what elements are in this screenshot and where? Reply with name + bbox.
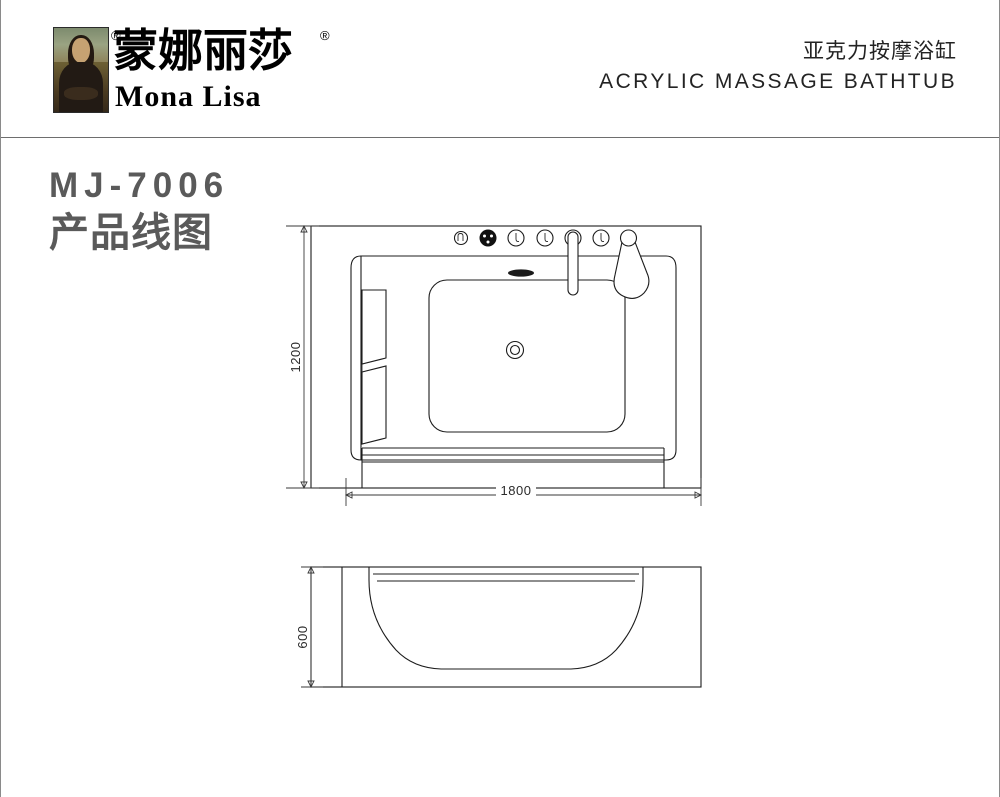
width-dimension-label: 1800 [501,483,532,498]
tub-inner-rim [360,255,677,461]
brand-name-en: Mona Lisa [115,80,262,113]
side-view-dimensions: 600 [295,565,323,689]
painting-face [71,38,90,64]
jet-knob-4-detail [600,233,605,243]
speaker-hole-2 [490,234,493,238]
pillow-upper [361,289,387,365]
drawings-svg: 1200 1800 [286,224,703,689]
width-arrow-right [694,491,703,499]
top-view-dimensions: 1200 1800 [286,224,703,506]
model-number: MJ-7006 [49,166,230,205]
side-view-group: 600 [295,565,702,689]
overflow-port-detail [457,233,464,241]
deck-fixtures [453,229,650,299]
speaker-control-icon [479,229,497,247]
registered-mark-left-icon: ® [111,28,121,43]
painting-body [59,61,103,112]
drain-outer-ring [505,340,525,360]
tub-rim-left-curve [350,255,362,461]
basin-profile [368,567,644,670]
overflow-port-icon [453,230,469,246]
waterfall-outlet-icon [508,269,534,277]
jet-knob-2-icon [536,229,554,247]
width-arrow-left [344,491,353,499]
technical-drawings: 1200 1800 [1,150,999,790]
product-title-group: 亚克力按摩浴缸 ACRYLIC MASSAGE BATHTUB [599,36,957,98]
mona-lisa-painting-icon [53,27,109,113]
product-title-cn: 亚克力按摩浴缸 [803,39,957,63]
depth-arrow-top [300,224,308,233]
drain-inner-ring [509,344,521,356]
deck-spout-icon [567,231,579,296]
jet-knob-4-icon [592,229,610,247]
brand-logo: ® 蒙娜丽莎 ® Mona Lisa [53,24,343,116]
title-block: MJ-7006 产品线图 [49,166,229,256]
depth-dimension-label: 1200 [288,342,303,373]
jet-knob-2-detail [544,233,549,243]
jet-knob-1-icon [507,229,525,247]
registered-mark-right-icon: ® [320,28,330,43]
hand-shower-holder-icon [619,229,638,247]
center-drain-icon [505,340,525,360]
height-dimension-label: 600 [295,625,310,648]
painting-arms [63,86,99,101]
header-divider [1,137,999,138]
depth-arrow-bottom [300,481,308,490]
hand-shower-icon [613,241,650,299]
speaker-hole-3 [486,240,490,244]
tub-basin-outline [428,279,626,433]
page-header: ® 蒙娜丽莎 ® Mona Lisa 亚克力按摩浴缸 ACRYLIC MASSA… [1,0,999,138]
brand-name-cn: 蒙娜丽莎 [113,24,294,77]
pillow-lower [361,365,387,445]
width-label-mask [496,484,536,498]
top-view-group: 1200 1800 [286,224,703,506]
height-arrow-bottom [307,680,315,689]
drawing-type-label: 产品线图 [49,210,213,256]
jet-knob-1-detail [515,233,520,243]
speaker-hole-1 [483,234,486,238]
height-arrow-top [307,565,315,574]
product-title-en: ACRYLIC MASSAGE BATHTUB [599,70,957,93]
